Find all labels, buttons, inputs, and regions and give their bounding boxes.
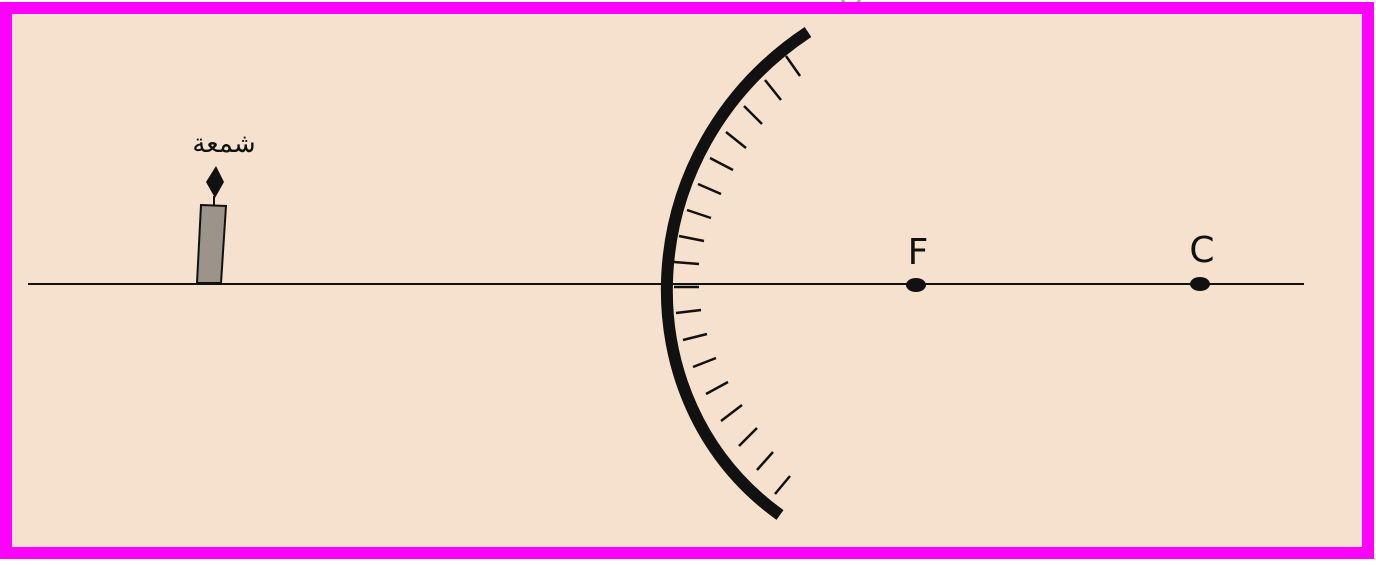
hatch-mark — [756, 451, 774, 471]
focal-point-marker — [906, 278, 926, 292]
hatch-mark — [764, 79, 782, 101]
hatch-mark — [692, 356, 717, 369]
candle-label: شمعة — [192, 129, 255, 159]
center-of-curvature: C — [1189, 230, 1215, 291]
mirror-surface — [660, 27, 812, 520]
hatch-mark — [743, 105, 763, 125]
candle-body — [195, 203, 228, 284]
concave-mirror — [660, 27, 812, 520]
hatch-mark — [738, 427, 758, 447]
candle: شمعة — [192, 129, 256, 284]
hatch-mark — [697, 182, 722, 196]
hatch-mark — [673, 260, 700, 266]
hatch-mark — [784, 55, 802, 77]
diagram-panel — [6, 8, 1368, 553]
hatch-mark — [675, 308, 702, 315]
hatch-mark — [774, 475, 791, 495]
flame-icon — [206, 166, 224, 198]
hatch-mark — [686, 208, 712, 220]
hatch-mark — [720, 404, 743, 422]
center-point-marker — [1190, 277, 1210, 291]
hatch-mark — [709, 156, 734, 172]
hatch-mark — [682, 332, 708, 342]
hatch-mark — [678, 234, 705, 243]
hatch-mark — [705, 380, 729, 396]
hatch-mark — [725, 131, 747, 149]
focal-point-label: F — [908, 232, 929, 273]
focal-point: F — [906, 232, 928, 292]
mirror-hatching — [673, 55, 802, 495]
center-point-label: C — [1189, 230, 1214, 271]
